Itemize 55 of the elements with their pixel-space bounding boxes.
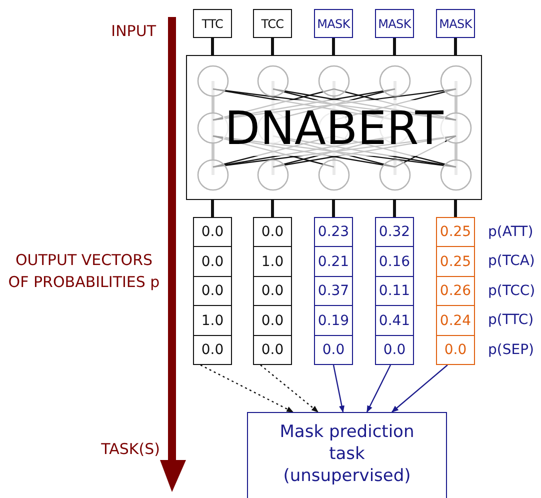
probability-cell: 0.0 — [253, 276, 292, 306]
task-box: Mask prediction task (unsupervised) — [247, 412, 447, 498]
token-box: TCC — [253, 9, 292, 38]
connector-line — [393, 38, 396, 55]
connector-line — [454, 200, 457, 217]
probability-cell: 0.0 — [314, 334, 353, 366]
arrow — [366, 364, 392, 413]
probability-cell: 0.24 — [436, 305, 475, 336]
input-label: INPUT — [110, 21, 156, 42]
token-box: MASK — [314, 9, 353, 38]
probability-cell: 0.25 — [436, 217, 475, 248]
probability-cell: 0.19 — [314, 305, 353, 336]
token-box: TTC — [193, 9, 232, 38]
connector-line — [332, 200, 335, 217]
probability-label: p(SEP) — [488, 340, 535, 360]
probability-cell: 1.0 — [253, 246, 292, 278]
probability-cell: 0.37 — [314, 276, 353, 306]
token-box: MASK — [436, 9, 475, 38]
probability-cell: 0.0 — [253, 217, 292, 248]
probability-cell: 0.21 — [314, 246, 353, 278]
probability-cell: 0.0 — [253, 305, 292, 336]
connector-line — [211, 200, 214, 217]
model-name: DNABERT — [223, 100, 445, 156]
connector-line — [454, 38, 457, 55]
arrow — [391, 364, 448, 412]
probability-cell: 0.25 — [436, 246, 475, 278]
probability-cell: 1.0 — [193, 305, 232, 336]
token-box: MASK — [375, 9, 414, 38]
connector-line — [393, 200, 396, 217]
connector-line — [332, 38, 335, 55]
probability-cell: 0.41 — [375, 305, 414, 336]
probability-cell: 0.23 — [314, 217, 353, 248]
probability-cell: 0.0 — [193, 276, 232, 306]
connector-line — [271, 38, 274, 55]
probability-cell: 0.32 — [375, 217, 414, 248]
probability-cell: 0.0 — [436, 334, 475, 366]
probability-cell: 0.0 — [253, 334, 292, 366]
probability-cell: 0.11 — [375, 276, 414, 306]
probability-cell: 0.0 — [193, 334, 232, 366]
probability-label: p(TTC) — [488, 311, 535, 330]
task-label: TASK(S) — [100, 439, 160, 460]
probability-label: p(TCA) — [488, 252, 536, 272]
connector-line — [211, 38, 214, 55]
probability-cell: 0.0 — [375, 334, 414, 366]
probability-label: p(ATT) — [488, 223, 534, 242]
arrow — [260, 364, 319, 412]
probability-cell: 0.26 — [436, 276, 475, 306]
arrow — [332, 364, 344, 413]
probability-cell: 0.0 — [193, 246, 232, 278]
output-label: OUTPUT VECTORS OF PROBABILITIES p — [7, 250, 161, 293]
arrow — [200, 364, 294, 413]
probability-cell: 0.0 — [193, 217, 232, 248]
probability-cell: 0.16 — [375, 246, 414, 278]
probability-label: p(TCC) — [488, 282, 536, 301]
connector-line — [271, 200, 274, 217]
